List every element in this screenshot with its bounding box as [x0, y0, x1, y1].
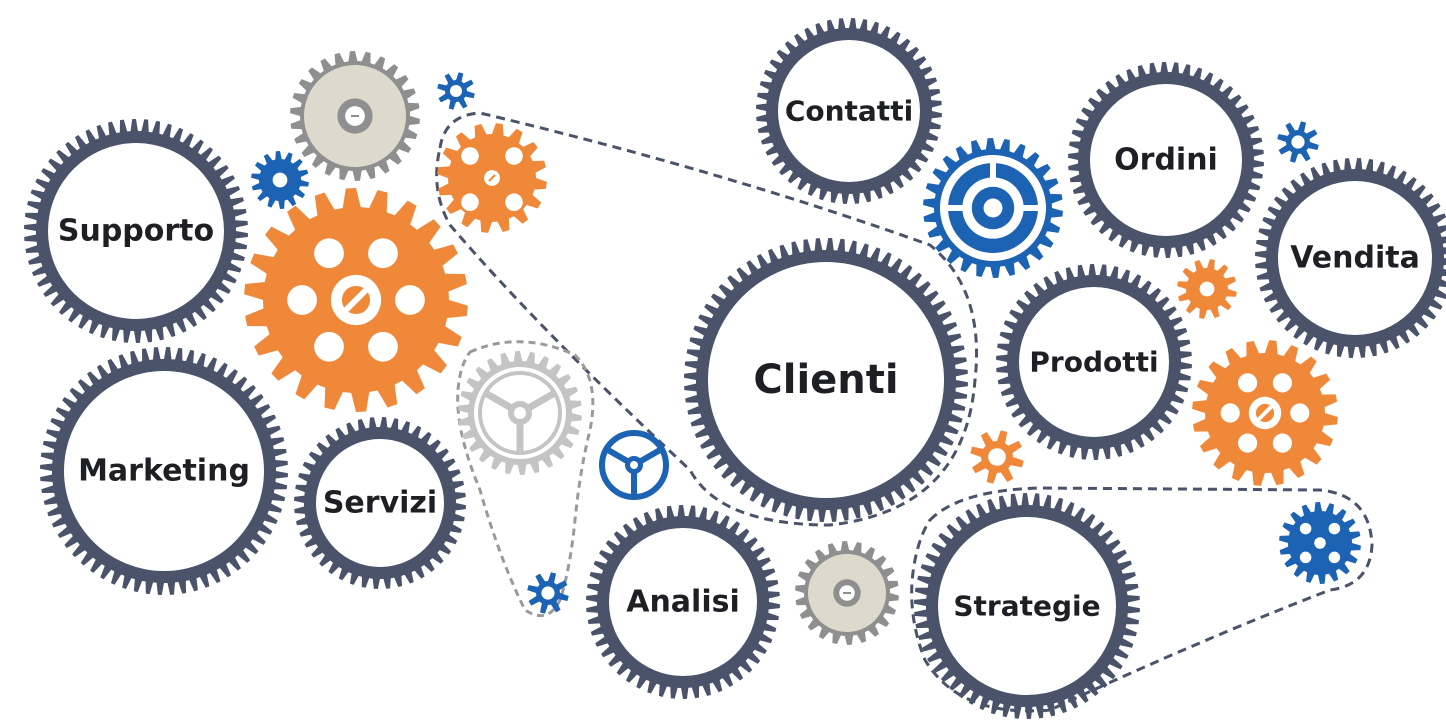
- belt-strategie-loop: [910, 486, 1374, 713]
- gear-ordini: [1068, 62, 1264, 258]
- label-contatti: Contatti: [785, 95, 913, 128]
- label-prodotti: Prodotti: [1029, 346, 1158, 379]
- label-supporto: Supporto: [58, 214, 214, 249]
- label-analisi: Analisi: [626, 585, 740, 620]
- gear-blue-large: [923, 138, 1063, 278]
- belt-lightgray-loop: [456, 340, 595, 618]
- label-strategie: Strategie: [953, 590, 1100, 623]
- gear-orange-small-2: [970, 430, 1024, 484]
- belts-layer: [435, 111, 1374, 713]
- gear-marketing: [40, 347, 288, 595]
- gear-blue-tiny-3: [527, 572, 569, 614]
- gear-supporto: [24, 119, 248, 343]
- label-vendita: Vendita: [1290, 241, 1420, 276]
- gear-blue-small-1: [251, 151, 309, 209]
- gear-prodotti: [996, 264, 1192, 460]
- gear-orange-large: [244, 188, 468, 412]
- labels-layer: Supporto Marketing Servizi Analisi Clien…: [58, 95, 1420, 623]
- gear-analisi: [586, 505, 780, 699]
- blue-wheel: [599, 430, 669, 500]
- gear-blue-right: [1279, 502, 1361, 584]
- gears-layer: [24, 18, 1446, 719]
- gear-strategie: [914, 493, 1140, 719]
- gear-gray-bottom: [795, 541, 899, 645]
- gear-servizi: [294, 417, 466, 589]
- gear-contatti: [756, 18, 942, 204]
- label-clienti: Clienti: [753, 357, 898, 403]
- label-servizi: Servizi: [323, 486, 437, 521]
- gear-orange-right: [1192, 340, 1338, 486]
- gear-orange-top: [437, 123, 547, 233]
- gear-blue-tiny-1: [437, 72, 475, 110]
- gear-orange-small-1: [1177, 259, 1237, 319]
- gear-gray-top: [290, 51, 420, 181]
- label-ordini: Ordini: [1114, 143, 1218, 178]
- gear-clienti: [684, 238, 968, 522]
- gear-blue-tiny-2: [1277, 121, 1319, 163]
- label-marketing: Marketing: [78, 454, 250, 489]
- belt-clienti-loop: [435, 111, 979, 527]
- gear-vendita: [1255, 158, 1446, 358]
- gear-lightgray: [458, 351, 582, 475]
